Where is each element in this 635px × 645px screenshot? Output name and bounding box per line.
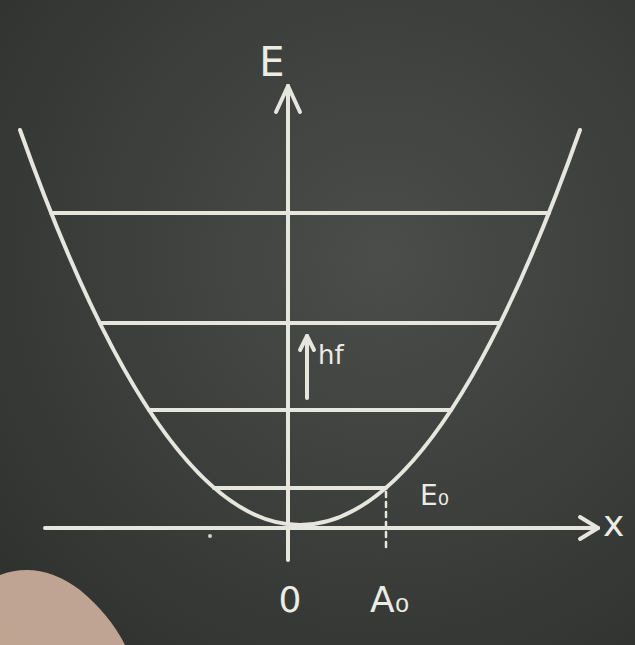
x-axis — [45, 526, 598, 530]
quantum-label: hf — [318, 342, 344, 368]
potential-parabola — [20, 130, 580, 525]
x-axis-arrowhead — [580, 528, 598, 539]
energy-level — [100, 321, 500, 325]
level-label: E₀ — [420, 482, 449, 510]
energy-axis-arrowhead — [288, 86, 300, 112]
hand — [0, 570, 125, 645]
amplitude-label: A₀ — [370, 582, 409, 618]
amplitude-tick — [385, 492, 388, 552]
origin-label: 0 — [279, 582, 302, 618]
energy-axis-arrowhead — [276, 86, 288, 112]
energy-level — [149, 408, 451, 412]
spacing-arrowhead — [307, 336, 314, 350]
x-axis-arrowhead — [580, 517, 598, 528]
energy-level — [51, 211, 549, 215]
energy-level — [214, 486, 386, 490]
axis-label: E — [259, 42, 284, 82]
chalk-dot — [208, 534, 212, 538]
spacing-arrow — [305, 336, 309, 398]
axis-label: x — [603, 506, 624, 542]
